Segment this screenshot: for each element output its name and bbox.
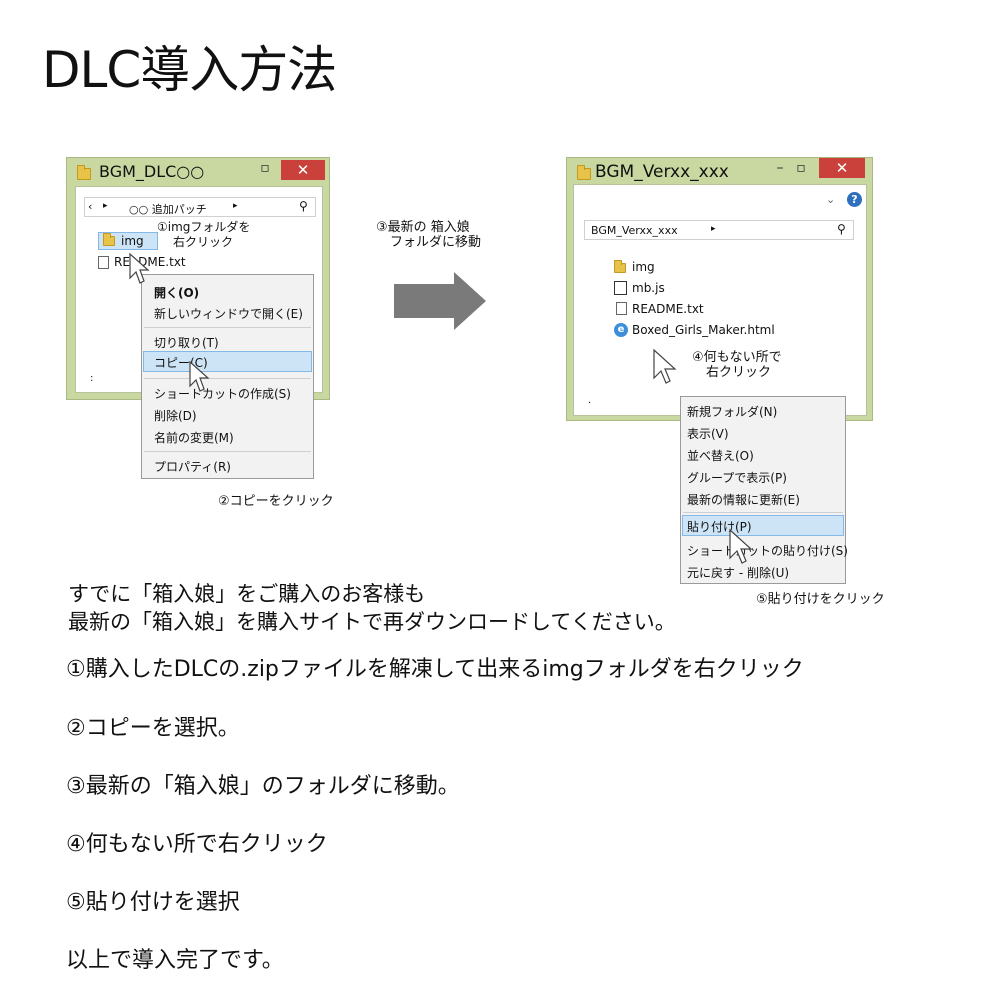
folder-icon — [103, 233, 115, 246]
address-bar[interactable]: BGM_Verxx_xxx ▸ ⚲ — [584, 220, 854, 240]
arrow-label-line: フォルダに移動 — [390, 235, 482, 250]
step-2: ②コピーを選択。 — [66, 716, 240, 741]
callout-line: 右クリック — [173, 235, 234, 249]
menu-item-new-folder[interactable]: 新規フォルダ(N) — [687, 405, 778, 419]
help-icon[interactable]: ? — [847, 192, 862, 207]
text-file-icon — [98, 256, 109, 269]
mouse-cursor-icon — [653, 348, 677, 384]
arrow-label-line: ③最新の 箱入娘 — [376, 220, 470, 235]
file-name: img — [121, 234, 144, 248]
browser-file-icon: e — [614, 323, 628, 337]
step-5: ⑤貼り付けを選択 — [66, 890, 240, 915]
chevron-right-icon: ▸ — [711, 224, 716, 234]
arrow-label: ③最新の 箱入娘 フォルダに移動 — [376, 220, 481, 250]
file-item-img[interactable]: img — [98, 232, 158, 250]
file-name: README.txt — [632, 302, 704, 316]
minimize-button[interactable]: – — [776, 160, 784, 176]
script-file-icon — [614, 281, 627, 295]
callout-line: 右クリック — [706, 365, 772, 380]
left-window-title: BGM_DLC○○ — [99, 162, 205, 181]
menu-separator — [683, 512, 843, 513]
mouse-cursor-icon — [729, 528, 753, 564]
mouse-cursor-icon — [129, 252, 150, 284]
back-icon[interactable]: ‹ — [88, 200, 93, 213]
close-button[interactable]: ✕ — [281, 160, 325, 180]
menu-item-refresh[interactable]: 最新の情報に更新(E) — [687, 493, 800, 507]
right-explorer-window: BGM_Verxx_xxx – ▫ ✕ ⌄ ? BGM_Verxx_xxx ▸ … — [566, 157, 873, 421]
menu-item-create-shortcut[interactable]: ショートカットの作成(S) — [154, 387, 291, 401]
intro-line: 最新の「箱入娘」を購入サイトで再ダウンロードしてください。 — [68, 610, 676, 634]
chevron-down-icon[interactable]: ⌄ — [826, 193, 836, 206]
left-context-menu: 開く(O) 新しいウィンドウで開く(E) 切り取り(T) コピー(C) ショート… — [141, 274, 314, 479]
search-icon[interactable]: ⚲ — [837, 222, 846, 236]
status-dot: . — [588, 395, 592, 406]
file-name: img — [632, 260, 655, 274]
right-window-title: BGM_Verxx_xxx — [595, 162, 729, 182]
address-bar[interactable]: ‹ ▸ ○○ 追加パッチ ▸ ⚲ — [84, 197, 316, 217]
text-file-icon — [616, 302, 627, 315]
menu-separator — [144, 378, 311, 379]
menu-item-cut[interactable]: 切り取り(T) — [154, 336, 219, 350]
callout-line: ④何もない所で — [692, 350, 782, 365]
mouse-cursor-icon — [189, 360, 210, 392]
menu-highlight — [143, 351, 312, 372]
step-1: ①購入したDLCの.zipファイルを解凍して出来るimgフォルダを右クリック — [66, 657, 804, 682]
menu-highlight — [682, 515, 844, 536]
chevron-right-icon: ▸ — [103, 201, 108, 211]
menu-item-undo-delete[interactable]: 元に戻す - 削除(U) — [687, 566, 790, 580]
search-icon[interactable]: ⚲ — [299, 199, 308, 213]
menu-item-sort[interactable]: 並べ替え(O) — [687, 449, 754, 463]
intro-line: すでに「箱入娘」をご購入のお客様も — [68, 582, 426, 606]
menu-separator — [144, 451, 311, 452]
menu-item-group[interactable]: グループで表示(P) — [687, 471, 787, 485]
folder-icon — [577, 165, 591, 180]
folder-icon — [77, 165, 91, 180]
file-name: Boxed_Girls_Maker.html — [632, 323, 775, 337]
menu-separator — [144, 327, 311, 328]
caption-click-copy: ②コピーをクリック — [218, 494, 334, 509]
callout-right-click-folder: ①imgフォルダを 右クリック — [157, 220, 250, 250]
menu-item-view[interactable]: 表示(V) — [687, 427, 729, 441]
step-3: ③最新の「箱入娘」のフォルダに移動。 — [66, 774, 460, 799]
callout-line: ①imgフォルダを — [157, 220, 251, 234]
address-text: BGM_Verxx_xxx — [591, 224, 678, 237]
close-button[interactable]: ✕ — [819, 158, 865, 178]
maximize-button[interactable]: ▫ — [796, 160, 806, 176]
menu-item-open-new-window[interactable]: 新しいウィンドウで開く(E) — [154, 307, 303, 321]
caption-click-paste: ⑤貼り付けをクリック — [756, 592, 885, 607]
right-context-menu: 新規フォルダ(N) 表示(V) 並べ替え(O) グループで表示(P) 最新の情報… — [680, 396, 848, 584]
callout-right-click-empty: ④何もない所で 右クリック — [692, 350, 782, 380]
step-4: ④何もない所で右クリック — [66, 832, 328, 857]
menu-item-delete[interactable]: 削除(D) — [154, 409, 197, 423]
folder-icon — [614, 260, 626, 273]
chevron-right-icon: ▸ — [233, 201, 238, 211]
menu-item-properties[interactable]: プロパティ(R) — [154, 460, 231, 474]
menu-item-rename[interactable]: 名前の変更(M) — [154, 431, 234, 445]
address-text: ○○ 追加パッチ — [129, 203, 207, 216]
page-title: DLC導入方法 — [42, 41, 337, 99]
right-arrow-icon — [394, 272, 486, 330]
maximize-button[interactable]: ▫ — [260, 160, 270, 176]
footer-text: 以上で導入完了です。 — [66, 948, 284, 973]
menu-item-paste-shortcut[interactable]: ショートカットの貼り付け(S) — [687, 544, 848, 558]
file-name: mb.js — [632, 281, 665, 295]
right-window-content: ⌄ ? BGM_Verxx_xxx ▸ ⚲ img mb.js README.t… — [573, 184, 867, 416]
menu-item-paste[interactable]: 貼り付け(P) — [687, 520, 752, 534]
menu-item-open[interactable]: 開く(O) — [154, 286, 200, 300]
status-dot: : — [90, 373, 94, 384]
